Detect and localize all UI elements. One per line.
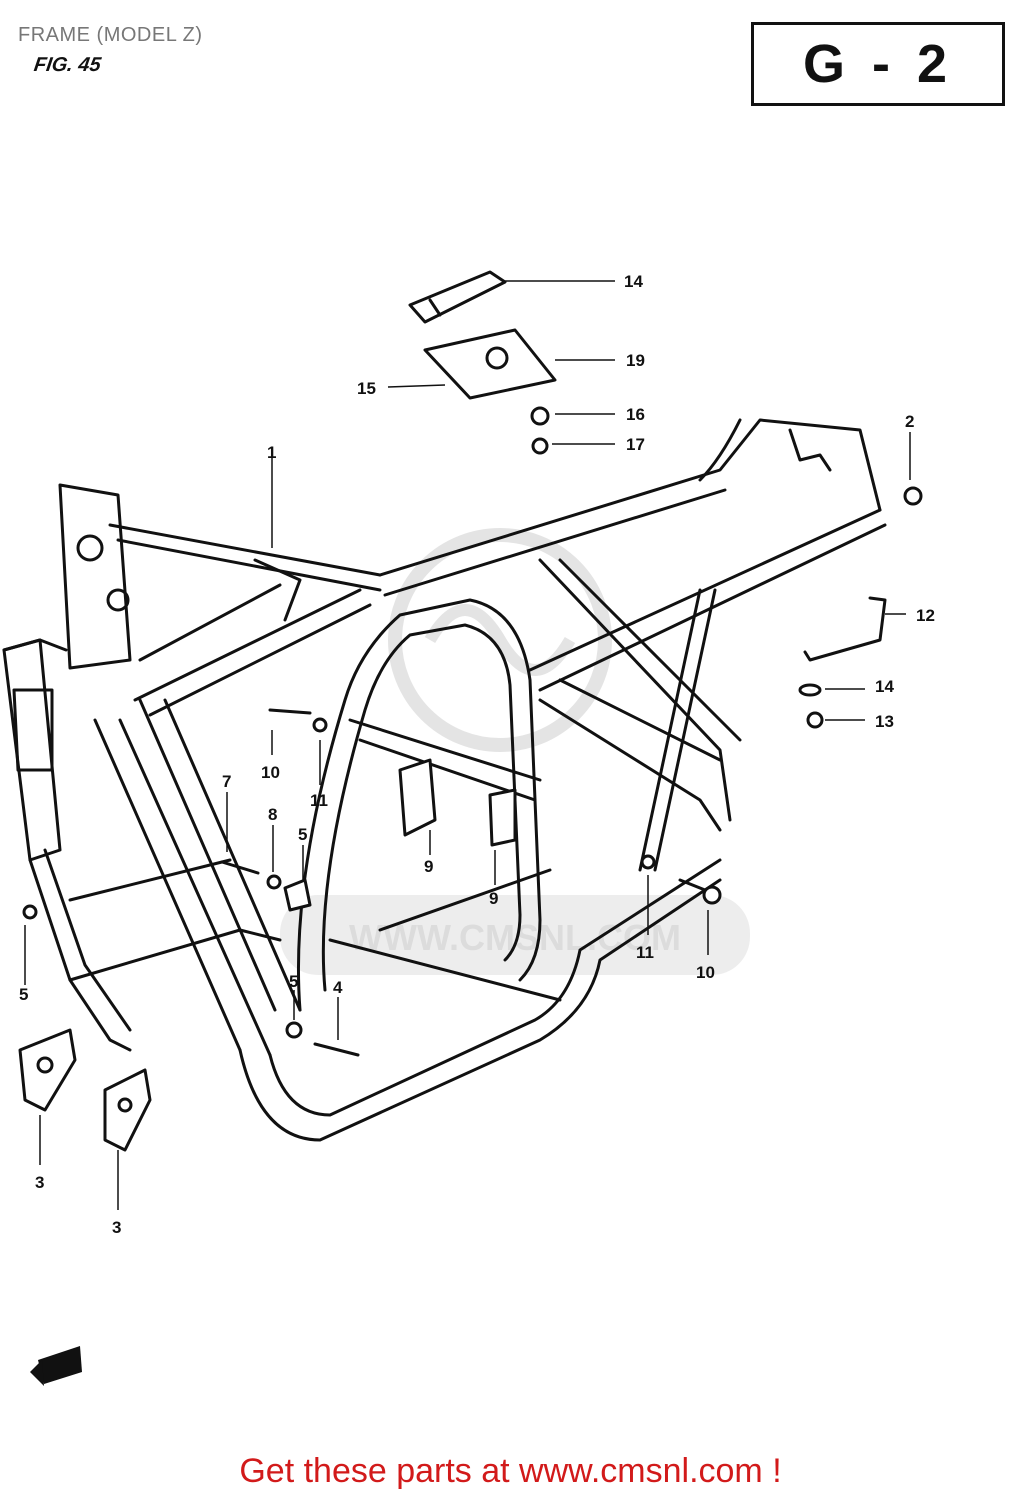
callout-14: 14: [875, 677, 894, 696]
callout-7: 7: [222, 772, 231, 791]
battery-strap: [408, 270, 507, 324]
section-code-box: G - 2: [751, 22, 1005, 106]
callout-8: 8: [268, 805, 277, 824]
battery-tray: [423, 328, 557, 400]
footer-link[interactable]: Get these parts at www.cmsnl.com !: [239, 1452, 782, 1490]
callout-18: 14: [624, 272, 643, 291]
callout-2: 2: [905, 412, 914, 431]
engine-mount-plates: [18, 758, 517, 1152]
front-arrow-icon: [30, 1346, 82, 1386]
callout-11a: 11: [310, 791, 328, 810]
watermark-text: WWW.CMSNL.COM: [349, 917, 681, 958]
steering-head: [2, 483, 132, 862]
watermark-logo-mark: [424, 604, 576, 676]
callout-16: 16: [626, 405, 645, 424]
mount-plate-9a: [398, 758, 437, 837]
callout-1: 1: [267, 443, 276, 462]
callout-4: 4: [333, 978, 343, 997]
down-tubes: [28, 698, 302, 1057]
callout-10a: 10: [261, 763, 280, 782]
callout-11b: 11: [636, 943, 654, 962]
backbone-rails: [108, 523, 382, 717]
callout-15: 15: [357, 379, 376, 398]
callout-12: 12: [916, 606, 935, 625]
callout-19: 19: [626, 351, 645, 370]
callout-10b: 10: [696, 963, 715, 982]
watermark-logo-ring: [388, 528, 612, 752]
callouts: 14 19 15 16 17 2 1 12 14 13 10 11 7 8 5 …: [19, 272, 935, 1237]
bottom-cradle: [68, 858, 722, 1142]
section-code: G - 2: [802, 34, 954, 94]
fasteners: [22, 406, 923, 1057]
callout-9b: 9: [489, 889, 498, 908]
bracket-5: [283, 878, 312, 912]
callout-5a: 5: [298, 825, 307, 844]
callout-5c: 5: [19, 985, 28, 1004]
mount-plate-9b: [488, 788, 517, 847]
callout-3b: 3: [112, 1218, 121, 1237]
leader-lines: [24, 280, 911, 1210]
center-loop: [296, 598, 562, 1012]
page-title: FRAME (MODEL Z): [18, 24, 203, 46]
rear-frame: [378, 418, 887, 872]
callout-17: 17: [626, 435, 645, 454]
callout-3a: 3: [35, 1173, 44, 1192]
callout-5b: 5: [289, 972, 298, 991]
callout-13: 13: [875, 712, 894, 731]
callout-9a: 9: [424, 857, 433, 876]
